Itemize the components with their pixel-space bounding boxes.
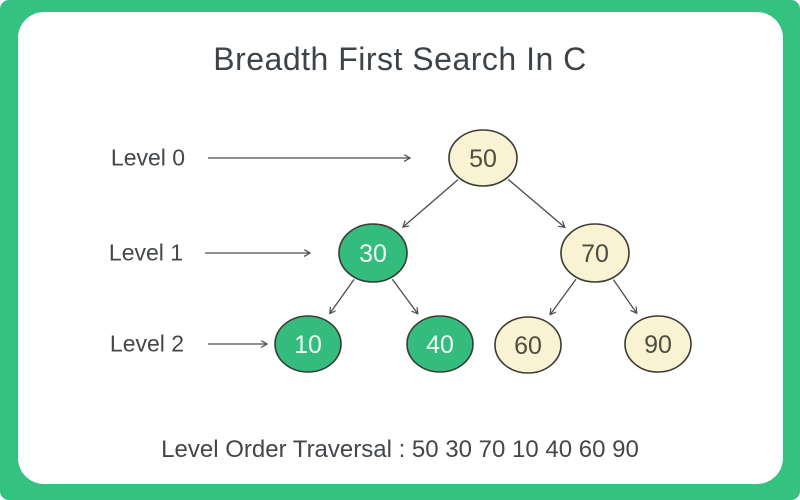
tree-node-30: 30	[338, 223, 408, 283]
tree-edge-70-60	[550, 278, 577, 314]
node-ellipse-10	[274, 315, 342, 373]
node-ellipse-70	[560, 223, 630, 283]
tree-edge-30-40	[391, 278, 418, 314]
tree-node-50: 50	[448, 129, 518, 187]
tree-node-40: 40	[406, 315, 474, 373]
node-ellipse-60	[494, 316, 562, 374]
node-value-50: 50	[469, 145, 497, 173]
node-ellipse-30	[338, 223, 408, 283]
tree-edge-30-10	[330, 279, 355, 313]
tree-nodes: 50 30 70 10 40 60 90	[274, 129, 692, 374]
level-label-0: Level 0	[110, 144, 186, 171]
node-value-90: 90	[644, 331, 672, 359]
tree-node-70: 70	[560, 223, 630, 283]
node-value-60: 60	[514, 332, 542, 360]
tree-edges	[330, 178, 637, 314]
tree-node-10: 10	[274, 315, 342, 373]
tree-node-90: 90	[624, 315, 692, 373]
node-ellipse-50	[448, 129, 518, 187]
level-pointer-arrows	[205, 158, 410, 344]
tree-edge-50-30	[403, 179, 459, 228]
node-value-30: 30	[359, 240, 387, 268]
tree-edge-50-70	[507, 178, 565, 227]
node-value-10: 10	[294, 331, 322, 359]
tree-node-60: 60	[494, 316, 562, 374]
traversal-caption: Level Order Traversal : 50 30 70 10 40 6…	[161, 436, 639, 463]
node-value-40: 40	[426, 331, 454, 359]
level-label-2: Level 2	[109, 330, 185, 357]
level-label-1: Level 1	[108, 239, 184, 266]
node-ellipse-40	[406, 315, 474, 373]
node-value-70: 70	[581, 240, 609, 268]
page-title: Breadth First Search In C	[213, 41, 587, 77]
node-ellipse-90	[624, 315, 692, 373]
tree-edge-70-90	[612, 279, 636, 314]
